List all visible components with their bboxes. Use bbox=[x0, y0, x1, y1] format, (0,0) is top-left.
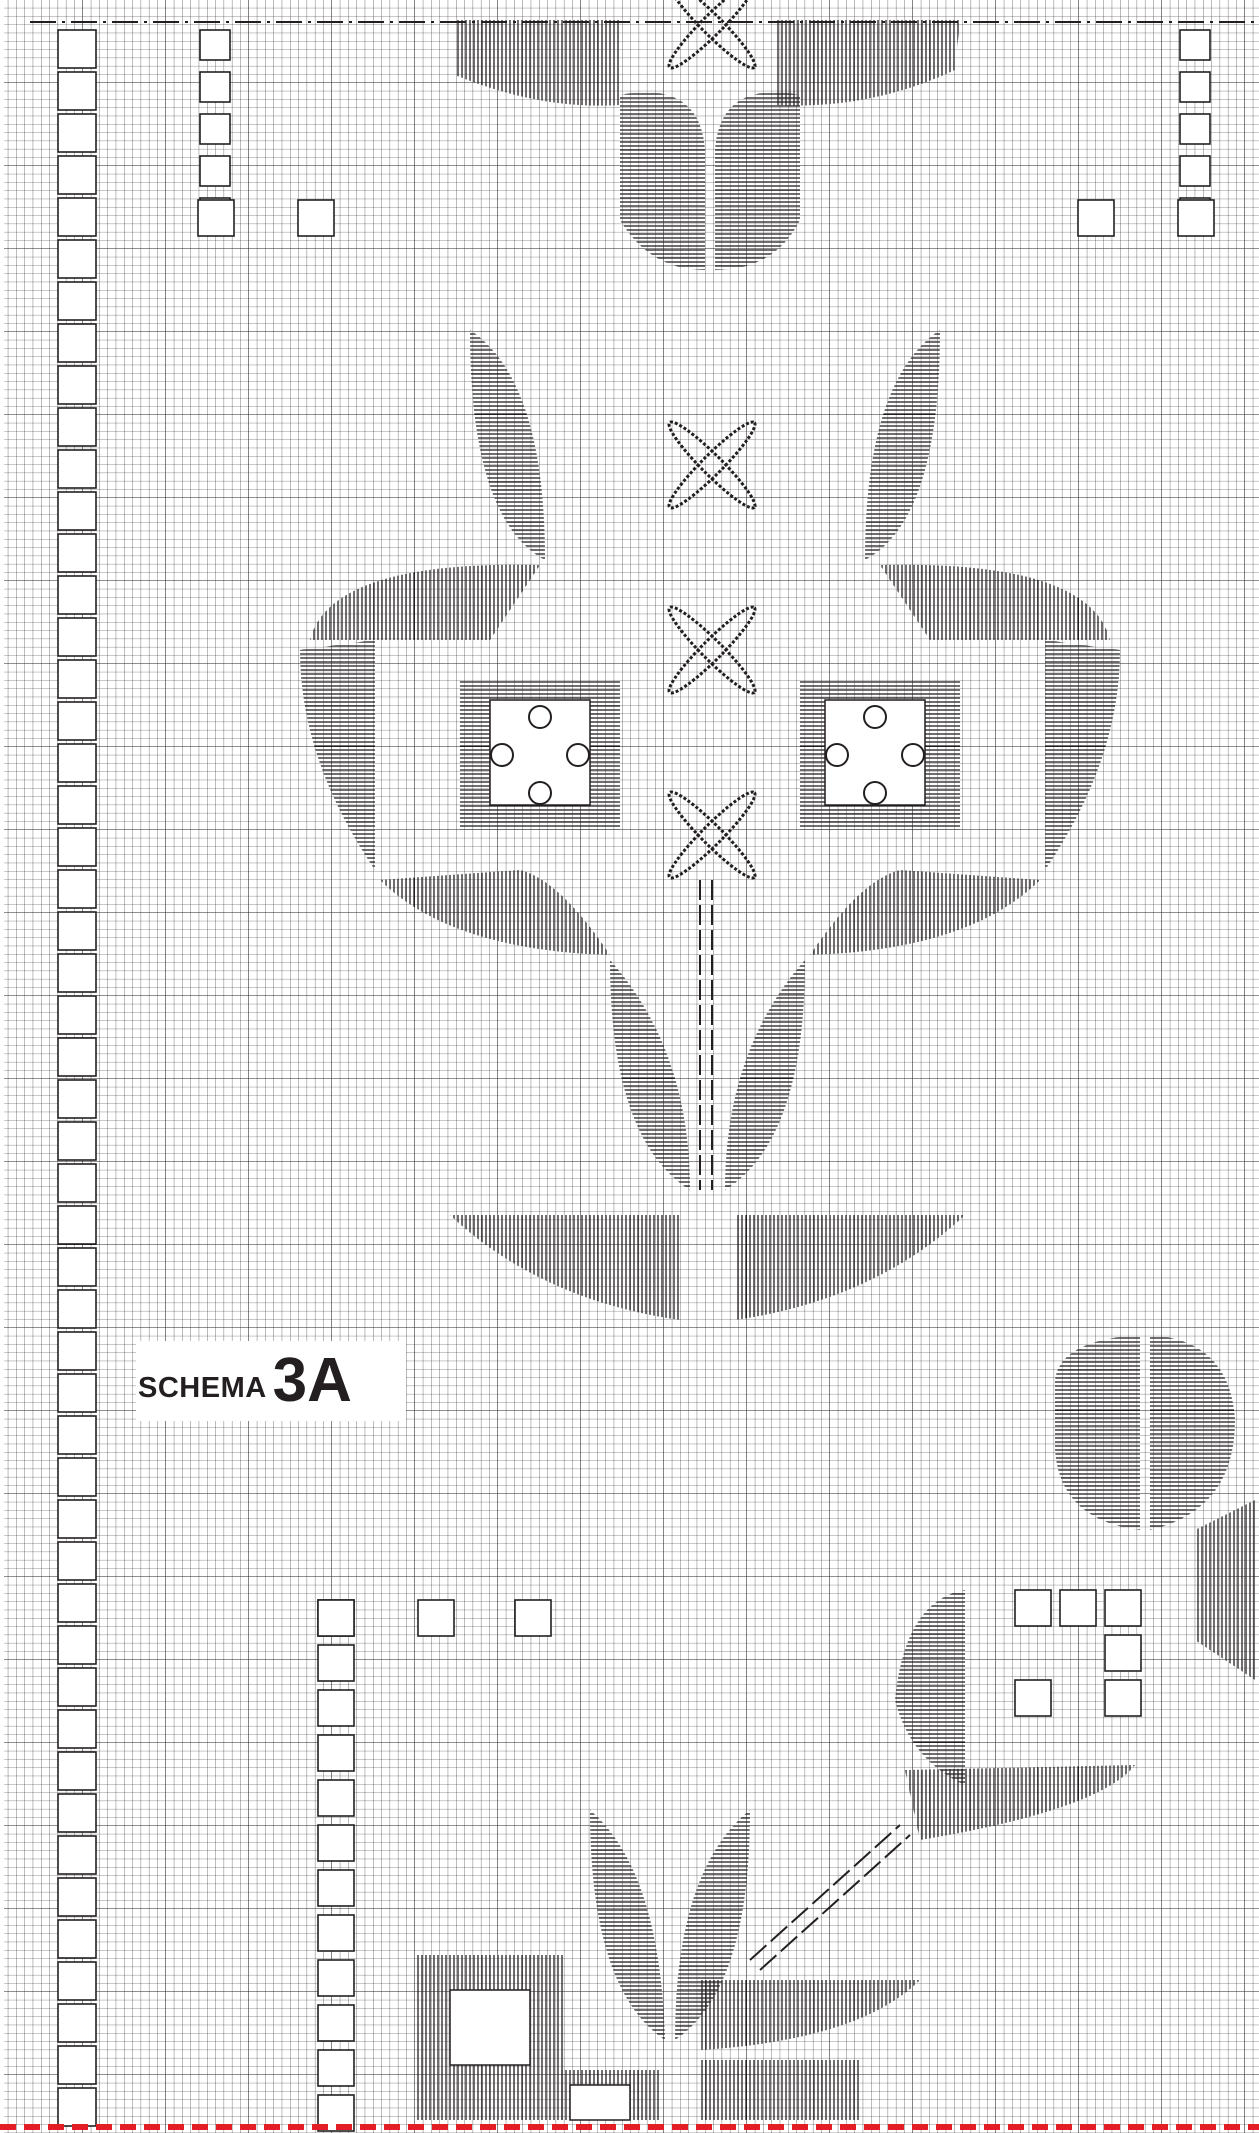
chain-square bbox=[200, 114, 230, 144]
chain-square bbox=[58, 1962, 96, 2000]
chain-square bbox=[318, 2005, 354, 2041]
eyelet-square bbox=[1105, 1590, 1141, 1626]
chain-square bbox=[1180, 72, 1210, 102]
chain-square bbox=[58, 660, 96, 698]
schema-label: SCHEMA 3A bbox=[136, 1341, 406, 1421]
chain-square bbox=[200, 156, 230, 186]
chain-square bbox=[58, 408, 96, 446]
chain-square bbox=[58, 702, 96, 740]
eyelet-square bbox=[1105, 1680, 1141, 1716]
chain-square bbox=[58, 198, 96, 236]
chain-square bbox=[58, 912, 96, 950]
eyelet-square bbox=[1015, 1590, 1051, 1626]
chain-square bbox=[58, 2046, 96, 2084]
chain-square bbox=[318, 1645, 354, 1681]
chain-square bbox=[58, 1206, 96, 1244]
chain-square bbox=[318, 1735, 354, 1771]
chain-square bbox=[58, 492, 96, 530]
eyelet-square bbox=[1105, 1635, 1141, 1671]
chain-square bbox=[58, 1626, 96, 1664]
chain-square bbox=[58, 786, 96, 824]
chain-square bbox=[58, 2088, 96, 2126]
chain-square bbox=[1180, 30, 1210, 60]
chain-square bbox=[58, 30, 96, 68]
chain-square bbox=[58, 1416, 96, 1454]
chain-square bbox=[58, 1878, 96, 1916]
chain-square bbox=[318, 1870, 354, 1906]
chain-square bbox=[58, 324, 96, 362]
chain-square bbox=[318, 1690, 354, 1726]
chain-square bbox=[58, 1164, 96, 1202]
chain-square bbox=[58, 1374, 96, 1412]
chain-square bbox=[58, 1752, 96, 1790]
chain-square bbox=[318, 1825, 354, 1861]
chain-square bbox=[58, 828, 96, 866]
chain-square bbox=[318, 1780, 354, 1816]
chain-square bbox=[58, 1332, 96, 1370]
chain-square bbox=[58, 870, 96, 908]
chain-square bbox=[58, 996, 96, 1034]
chain-square bbox=[58, 1080, 96, 1118]
chain-square bbox=[58, 1122, 96, 1160]
chain-square bbox=[58, 366, 96, 404]
chain-square bbox=[58, 1710, 96, 1748]
chain-square bbox=[58, 954, 96, 992]
chain-square bbox=[58, 534, 96, 572]
chain-square bbox=[58, 1500, 96, 1538]
chain-square bbox=[58, 282, 96, 320]
chain-square bbox=[58, 1290, 96, 1328]
chain-square bbox=[318, 1960, 354, 1996]
chain-square bbox=[58, 576, 96, 614]
chain-square bbox=[58, 1248, 96, 1286]
chain-square bbox=[58, 114, 96, 152]
chain-square bbox=[58, 2004, 96, 2042]
chain-square bbox=[58, 1542, 96, 1580]
chain-square bbox=[58, 156, 96, 194]
chain-square bbox=[58, 240, 96, 278]
eyelet-square bbox=[1015, 1680, 1051, 1716]
chain-square bbox=[318, 2050, 354, 2086]
eyelet-square bbox=[1060, 1590, 1096, 1626]
chain-square bbox=[58, 1584, 96, 1622]
schema-title-prefix: SCHEMA bbox=[138, 1372, 267, 1405]
chain-square bbox=[58, 1458, 96, 1496]
chain-square bbox=[58, 72, 96, 110]
chain-square bbox=[58, 1836, 96, 1874]
chain-square bbox=[58, 1038, 96, 1076]
chain-square bbox=[1180, 156, 1210, 186]
chain-square bbox=[58, 1920, 96, 1958]
chain-square bbox=[58, 1794, 96, 1832]
chain-square bbox=[58, 1668, 96, 1706]
chain-square bbox=[58, 618, 96, 656]
chain-square bbox=[1180, 114, 1210, 144]
chain-square bbox=[200, 30, 230, 60]
chain-square bbox=[58, 744, 96, 782]
chain-square bbox=[318, 1915, 354, 1951]
chain-square bbox=[58, 450, 96, 488]
schema-title-code: 3A bbox=[273, 1350, 352, 1412]
chain-square bbox=[200, 72, 230, 102]
